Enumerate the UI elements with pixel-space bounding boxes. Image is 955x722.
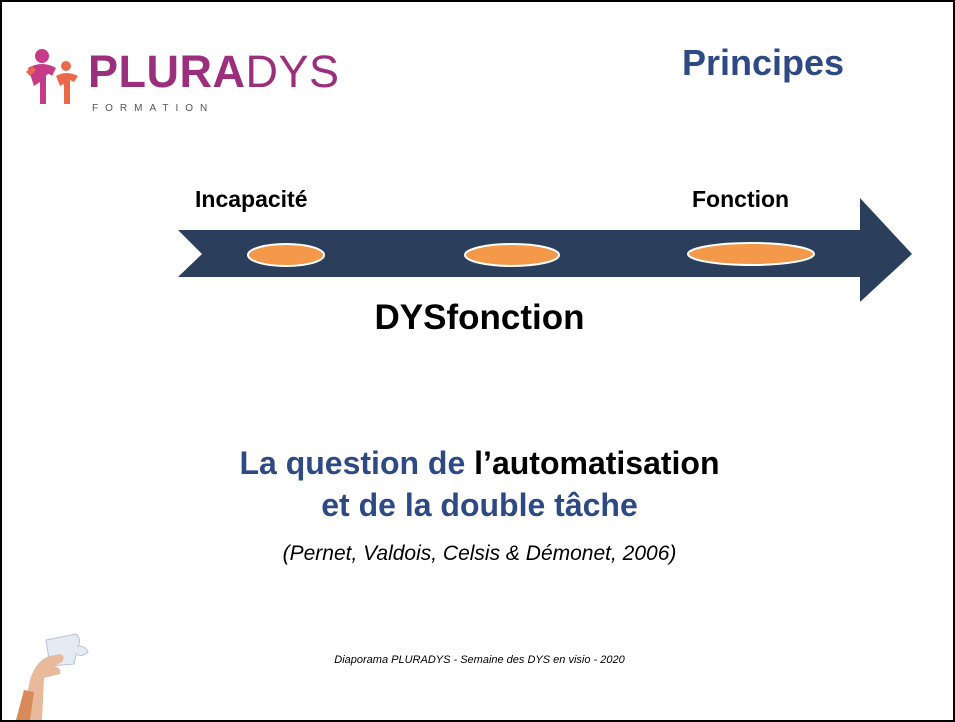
marker-3 — [687, 242, 815, 266]
marker-2 — [464, 243, 560, 267]
citation: (Pernet, Valdois, Celsis & Démonet, 2006… — [282, 542, 677, 565]
people-figures-icon — [26, 49, 78, 104]
question-line-1: La question de l’automatisation — [2, 442, 953, 484]
pluradys-logo: PLURADYS FORMATION — [22, 42, 339, 122]
label-fonction: Fonction — [692, 186, 790, 212]
slide-title: Principes — [682, 42, 845, 83]
logo-word-bold: PLURA — [88, 46, 246, 97]
logo-word-light: DYS — [245, 46, 340, 97]
hand-puzzle-piece-icon — [16, 633, 89, 720]
question-heading: La question de l’automatisation et de la… — [2, 442, 953, 526]
footer-text: Diaporama PLURADYS - Semaine des DYS en … — [334, 654, 625, 666]
question-part-blue: La question de — [239, 445, 466, 481]
question-part-black: l’automatisation — [474, 445, 720, 481]
logo-wordmark: PLURADYS — [88, 48, 340, 96]
logo-subtitle: FORMATION — [92, 103, 215, 114]
label-dysfonction: DYSfonction — [374, 298, 585, 337]
marker-1 — [247, 243, 325, 267]
question-line-2: et de la double tâche — [321, 487, 638, 523]
label-incapacite: Incapacité — [195, 186, 308, 212]
